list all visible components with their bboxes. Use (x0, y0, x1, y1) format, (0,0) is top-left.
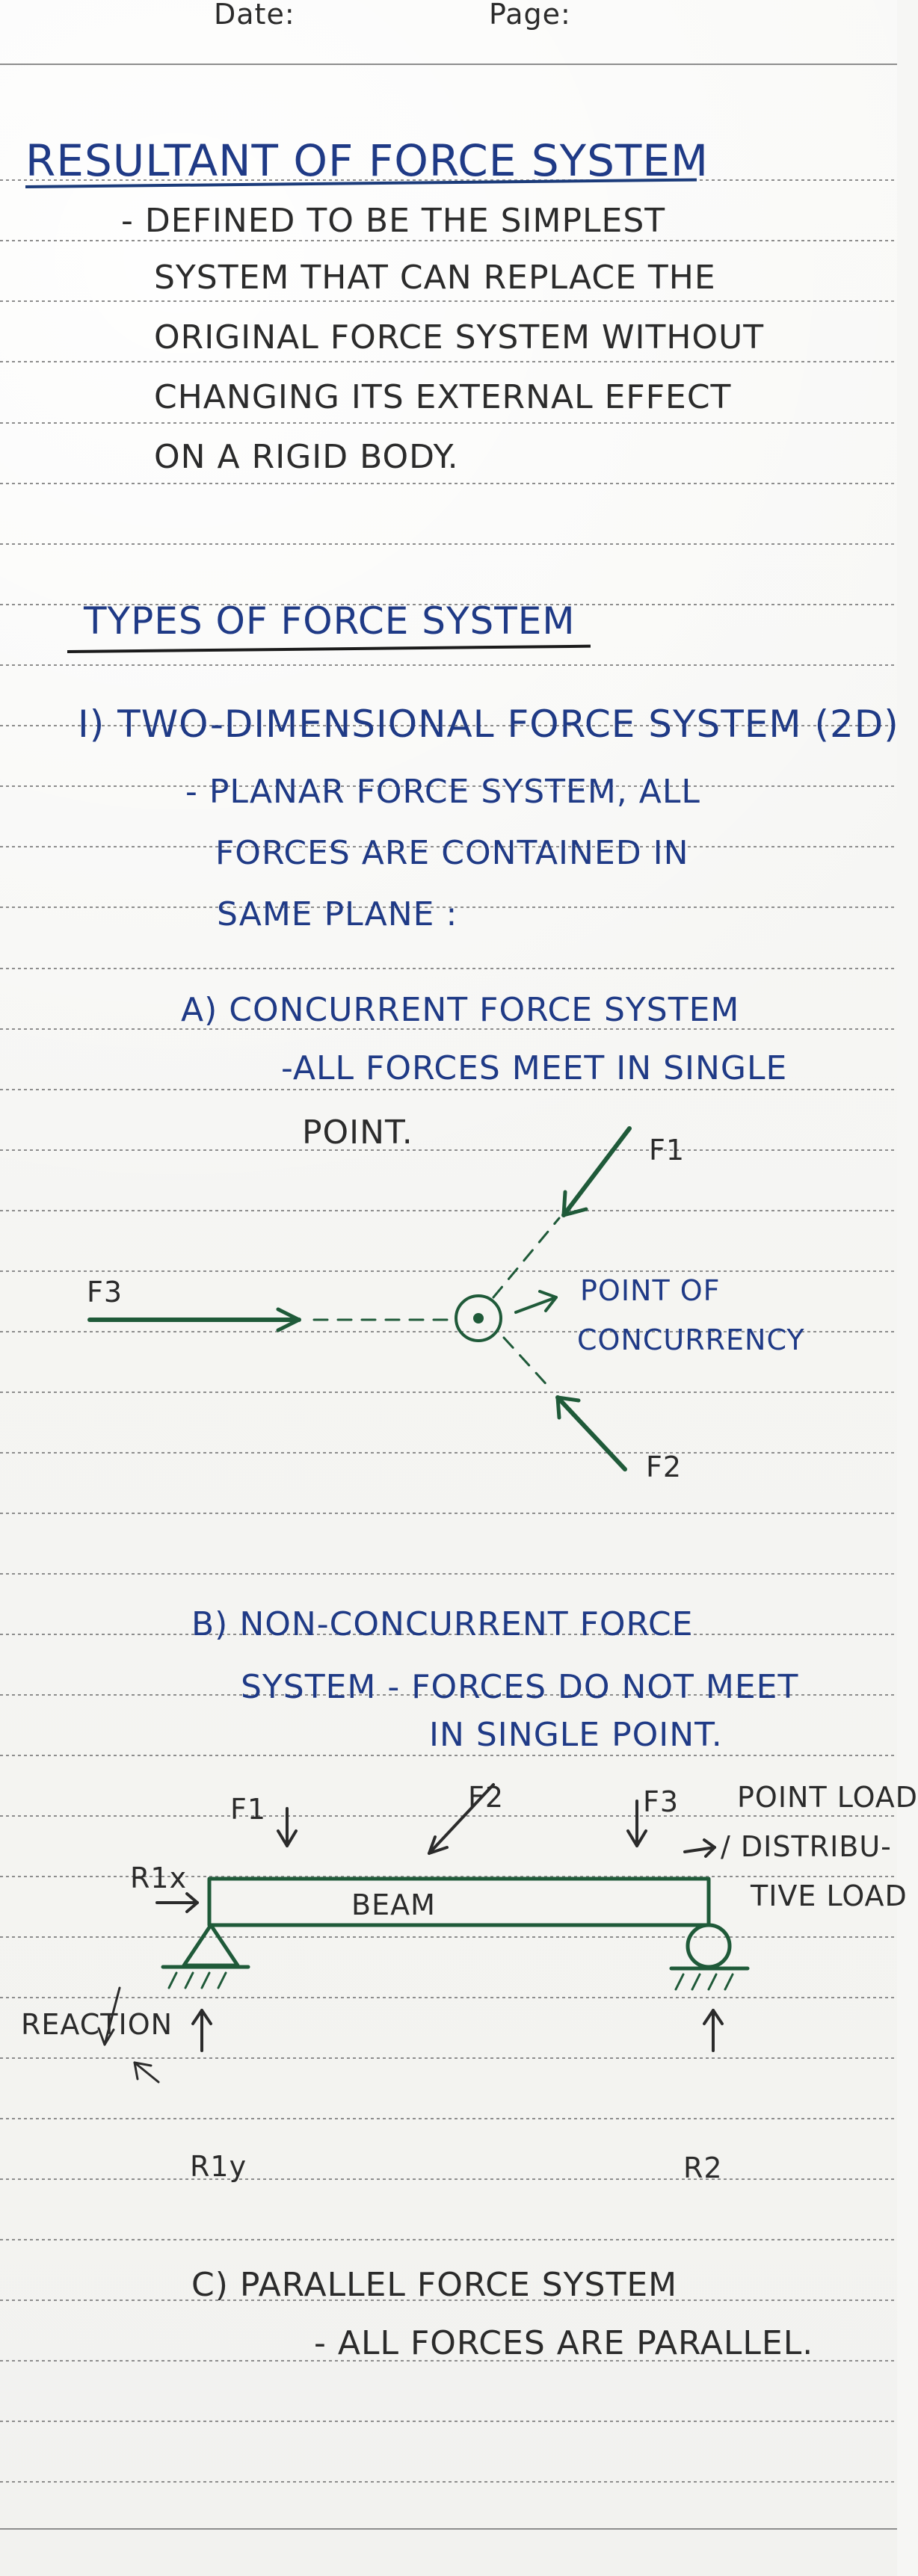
force-f1-shaft (561, 1126, 632, 1217)
nonconcurrent-desc-line-1: SYSTEM - FORCES DO NOT MEET (241, 1668, 799, 1706)
definition-line-1: - DEFINED TO BE THE SIMPLEST (121, 202, 666, 240)
reaction-label: REACTION (21, 2008, 173, 2041)
concurrent-label-f1: F1 (649, 1134, 686, 1167)
r2-label: R2 (683, 2152, 723, 2184)
concurrency-point (473, 1313, 484, 1323)
force-f1-arrowhead (561, 1190, 588, 1217)
pin-support (182, 1923, 240, 1968)
load-pointer-shaft (683, 1846, 716, 1853)
point-of-label-line-2: CONCURRENCY (577, 1323, 805, 1356)
definition-line-5: ON A RIGID BODY. (154, 438, 459, 476)
concurrency-pointer-arrowhead (538, 1290, 558, 1312)
beam-f1-arrowhead (277, 1829, 298, 1847)
definition-line-4: CHANGING ITS EXTERNAL EFFECT (154, 378, 732, 416)
two-d-def-line-1: - PLANAR FORCE SYSTEM, ALL (185, 773, 700, 811)
point-of-label-line-1: POINT OF (580, 1274, 721, 1307)
nonconcurrent-desc-line-2: IN SINGLE POINT. (429, 1716, 723, 1754)
page-title: RESULTANT OF FORCE SYSTEM (25, 135, 709, 186)
force-f3-arrowhead (276, 1307, 301, 1332)
concurrent-desc-line-1: -ALL FORCES MEET IN SINGLE (281, 1049, 788, 1087)
parallel-heading: C) PARALLEL FORCE SYSTEM (191, 2266, 678, 2304)
beam-f2-arrowhead (428, 1835, 449, 1855)
two-d-def-line-3: SAME PLANE : (217, 895, 458, 933)
concurrency-guide-f1 (492, 1217, 561, 1299)
r1y-arrow-head (191, 2009, 212, 2025)
load-pointer-head (703, 1838, 716, 1858)
reaction-pointer-down (133, 2061, 160, 2084)
beam-diagram (97, 1783, 750, 2084)
concurrent-desc-line-2: POINT. (302, 1114, 413, 1152)
rix-label: R1x (130, 1862, 188, 1894)
concurrency-guide-f2 (502, 1336, 552, 1390)
beam-label-f3: F3 (643, 1785, 680, 1818)
concurrency-circle (455, 1294, 502, 1342)
two-d-def-line-2: FORCES ARE CONTAINED IN (215, 834, 689, 872)
beam-label-f2: F2 (468, 1781, 505, 1814)
concurrency-pointer-shaft (514, 1296, 558, 1314)
concurrent-label-f3: F3 (87, 1276, 123, 1309)
parallel-desc: - ALL FORCES ARE PARALLEL. (314, 2324, 814, 2362)
beam-body (207, 1877, 711, 1927)
roller-support (686, 1923, 732, 1969)
force-f2-arrowhead (555, 1395, 581, 1420)
nonconcurrent-heading: B) NON-CONCURRENT FORCE (191, 1605, 694, 1643)
r2-arrow-head (703, 2009, 724, 2025)
beam-label-f1: F1 (230, 1793, 267, 1826)
date-label: Date: (214, 0, 295, 31)
definition-line-3: ORIGINAL FORCE SYSTEM WITHOUT (154, 318, 765, 356)
concurrent-heading: A) CONCURRENT FORCE SYSTEM (181, 991, 740, 1029)
reaction-pointer-up (103, 1986, 121, 2046)
ruled-lines (0, 64, 897, 2530)
force-f2-shaft (555, 1395, 627, 1471)
distributive-load-label-line-2: TIVE LOAD (751, 1880, 908, 1912)
r1y-label: R1y (190, 2150, 247, 2183)
two-d-heading: I) TWO-DIMENSIONAL FORCE SYSTEM (2D) (78, 702, 899, 746)
distributive-load-label-line-1: / DISTRIBU- (721, 1830, 892, 1863)
rix-arrow-head (185, 1892, 199, 1913)
types-heading: TYPES OF FORCE SYSTEM (84, 599, 576, 643)
beam-label: BEAM (351, 1888, 436, 1921)
definition-line-2: SYSTEM THAT CAN REPLACE THE (154, 259, 716, 297)
page-label: Page: (489, 0, 571, 31)
beam-f2-shaft (428, 1783, 495, 1855)
concurrent-label-f2: F2 (646, 1451, 683, 1483)
point-load-label: POINT LOAD (737, 1781, 918, 1814)
beam-f3-arrowhead (626, 1829, 647, 1847)
concurrent-force-diagram (87, 1126, 632, 1471)
